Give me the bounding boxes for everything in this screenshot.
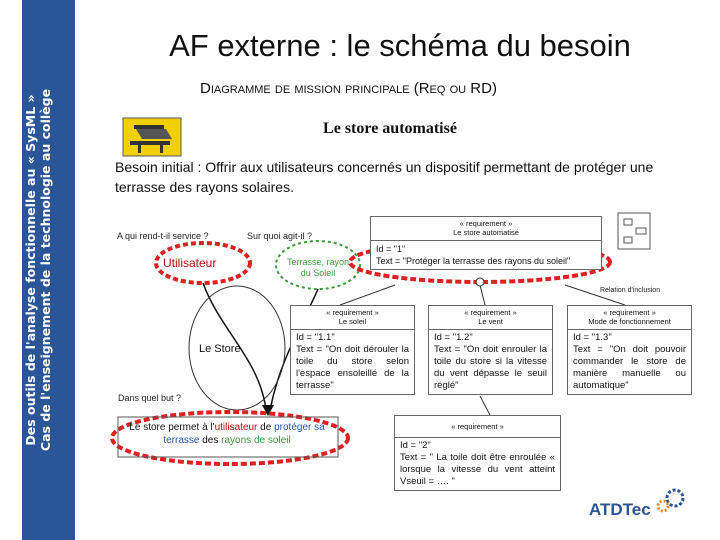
req-1-1: « requirement » Le soleil Id = "1.1" Tex… [290,305,415,395]
question-what: Sur quoi agit-il ? [247,231,313,241]
req-2-head: « requirement » [395,416,560,438]
goal-des: des [199,435,222,446]
awning-icon [122,117,182,157]
goal-box [117,416,339,458]
target-ellipse [275,240,361,290]
link-1-1 [339,284,396,306]
req-1-3-id: Id = "1.3" [573,332,612,343]
req-1-3-text: Text = "On doit pouvoir commander le sto… [573,344,686,391]
link-1-2-2 [479,395,491,416]
sidebar-band [22,0,75,540]
req-1-3-name: Mode de fonctionnement [588,317,671,326]
req-main-id: Id = "1" [376,244,406,254]
req-1-1-body: Id = "1.1" Text = "On doit dérouler la t… [291,330,414,394]
req-1-2-head: « requirement » Le vent [429,306,552,330]
req-1-1-stereotype: « requirement » [326,308,379,317]
req-1-2-stereotype: « requirement » [464,308,517,317]
target-label: Terrasse, rayon du Soleil [286,257,350,278]
req-1-3-body: Id = "1.3" Text = "On doit pouvoir comma… [568,330,691,394]
req-1-1-text: Text = "On doit dérouler la toile du sto… [296,344,409,391]
product-ellipse [188,285,286,411]
question-who: A qui rend-t-il service ? [117,231,209,241]
gear-icon [656,488,685,513]
goal-user: utilisateur [214,422,258,433]
req-1-2-id: Id = "1.2" [434,332,473,343]
req-2-body: Id = "2" Text = " La toile doit être enr… [395,438,560,490]
question-why: Dans quel but ? [118,393,182,403]
inclusion-label: Relation d'inclusion [600,287,661,294]
req-main: « requirement » Le store automatisé Id =… [370,216,602,270]
goal-text: Le store permet à l'utilisateur de proté… [122,421,332,447]
user-label: Utilisateur [163,256,217,270]
goal-rays: rayons de soleil [221,435,291,446]
req-main-head: « requirement » Le store automatisé [371,217,601,241]
page-title: AF externe : le schéma du besoin [169,28,631,63]
req-2-id: Id = "2" [400,440,431,451]
req-1-2-text: Text = "On doit enrouler la toile du sto… [434,344,547,391]
req-1-1-head: « requirement » Le soleil [291,306,414,330]
diagram-icon [617,212,651,250]
req-highlight-ellipse [348,240,612,284]
req-1-3-stereotype: « requirement » [603,308,656,317]
logo-text: ATDTec [589,500,651,519]
req-2-text: Text = " La toile doit être enroulée « l… [400,452,555,487]
req-2: « requirement » Id = "2" Text = " La toi… [394,415,561,491]
req-main-stereotype: « requirement » [459,219,513,228]
req-1-2-body: Id = "1.2" Text = "On doit enrouler la t… [429,330,552,394]
atdtec-logo: ATDTec [587,488,687,528]
diagram-subtitle: Diagramme de mission principale (Req ou … [200,80,497,97]
system-title: Le store automatisé [323,120,457,137]
req-main-name: Le store automatisé [453,228,519,237]
req-main-text: Text = "Protéger la terrasse des rayons … [376,256,571,266]
horn-left-curve [202,282,267,411]
user-ellipse [154,241,252,285]
req-1-1-name: Le soleil [338,317,367,326]
horn-arrow-head [262,405,274,416]
containment-circle [475,277,485,287]
req-1-2: « requirement » Le vent Id = "1.2" Text … [428,305,553,395]
req-1-3-head: « requirement » Mode de fonctionnement [568,306,691,330]
link-1-2 [479,284,486,306]
req-1-3: « requirement » Mode de fonctionnement I… [567,305,692,395]
goal-protect: protéger sa terrasse [163,422,325,446]
req-1-1-id: Id = "1.1" [296,332,335,343]
initial-need: Besoin initial : Offrir aux utilisateurs… [115,159,654,195]
goal-ellipse [110,410,350,466]
req-2-stereotype: « requirement » [451,422,504,431]
link-1-3 [564,284,626,306]
req-main-body: Id = "1" Text = "Protéger la terrasse de… [371,241,601,269]
goal-mid: de [257,422,275,433]
req-1-2-name: Le vent [478,317,503,326]
goal-pre: Le store permet à l' [129,422,215,433]
product-label: Le Store [199,343,241,355]
